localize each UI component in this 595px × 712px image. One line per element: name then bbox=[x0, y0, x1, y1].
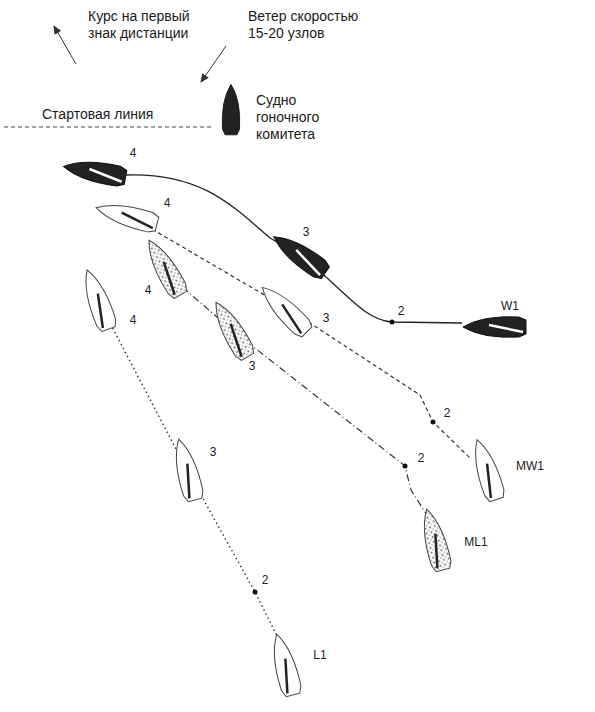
committee-boat-label: Судно гоночного комитета bbox=[256, 92, 338, 142]
boat-ml bbox=[207, 297, 256, 362]
boat-id: ML1 bbox=[464, 535, 487, 549]
boat-mw bbox=[467, 436, 506, 502]
track-l bbox=[98, 300, 283, 648]
boat-l bbox=[267, 631, 303, 697]
track-dot bbox=[253, 590, 258, 595]
position-number: 2 bbox=[444, 406, 451, 420]
boat-mw bbox=[255, 280, 314, 339]
boat-id: L1 bbox=[313, 648, 326, 662]
position-number: 4 bbox=[130, 146, 137, 160]
committee-boat bbox=[222, 84, 239, 134]
position-number: 2 bbox=[398, 304, 405, 318]
boat-w bbox=[268, 228, 331, 281]
position-number: 3 bbox=[249, 359, 256, 373]
position-number: 4 bbox=[164, 196, 171, 210]
position-number: 3 bbox=[323, 311, 330, 325]
boat-w bbox=[62, 156, 128, 187]
position-number: 2 bbox=[262, 573, 269, 587]
boat-mw bbox=[93, 198, 159, 234]
wind-arrow bbox=[201, 46, 226, 82]
track-dot bbox=[431, 420, 436, 425]
track-dot bbox=[390, 320, 395, 325]
boat-l bbox=[77, 266, 118, 332]
position-number: 4 bbox=[145, 283, 152, 297]
boat-l bbox=[169, 436, 205, 502]
course-note: Курс на первый знак дистанции bbox=[88, 8, 213, 42]
track-w bbox=[125, 175, 462, 323]
boat-id: W1 bbox=[501, 299, 519, 313]
boat-ml bbox=[140, 235, 189, 300]
boat-id: MW1 bbox=[516, 459, 544, 473]
track-mw bbox=[140, 222, 470, 458]
track-dot bbox=[403, 464, 408, 469]
position-number: 3 bbox=[303, 225, 310, 239]
course-arrow bbox=[54, 26, 76, 64]
start-line-label: Стартовая линия bbox=[42, 106, 153, 123]
start-line bbox=[4, 127, 214, 128]
position-number: 4 bbox=[130, 313, 137, 327]
wind-note: Ветер скоростью 15-20 узлов bbox=[248, 8, 373, 42]
boat-ml bbox=[417, 506, 453, 572]
track-ml bbox=[172, 278, 430, 520]
boat-w bbox=[463, 317, 526, 338]
position-number: 2 bbox=[418, 451, 425, 465]
position-number: 3 bbox=[210, 445, 217, 459]
